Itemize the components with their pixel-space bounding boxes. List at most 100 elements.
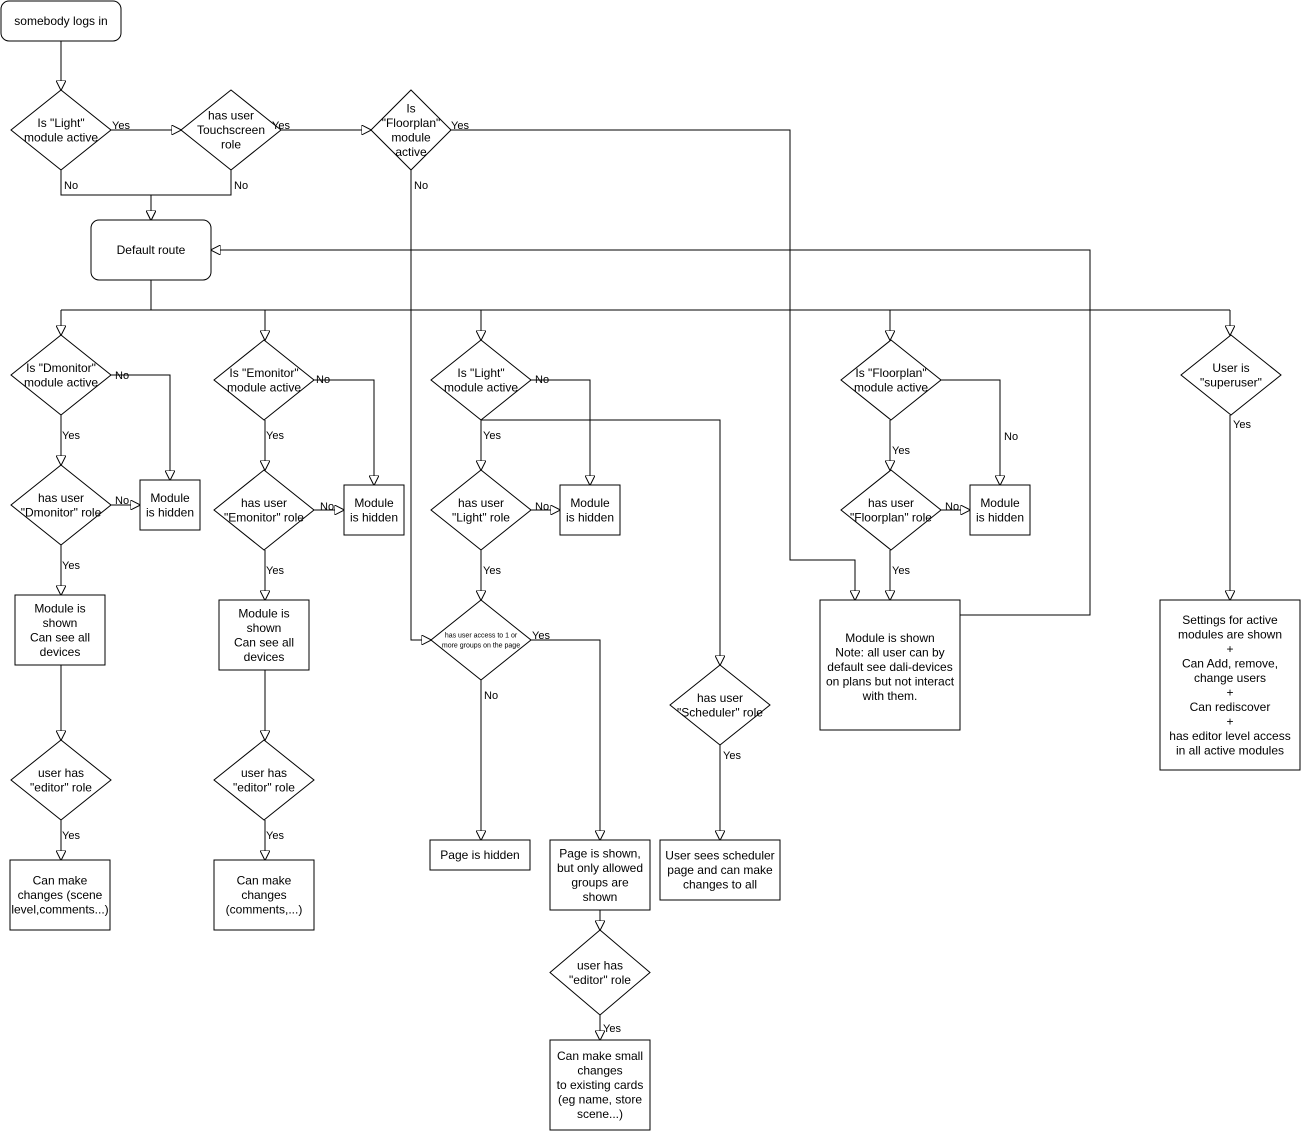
edge-label-yes: Yes [1233,419,1251,431]
node-label-line: scene...) [577,1107,623,1121]
node-label: user has"editor" role [30,766,92,795]
node-q-sched[interactable]: has user"Scheduler" role [669,664,771,746]
node-label-line: Can see all [30,630,90,644]
node-label-line: + [1226,642,1233,656]
node-label-line: "Floorplan" role [850,510,932,524]
edge-label-yes: Yes [892,565,910,577]
node-label-line: Is "Light" [457,366,504,380]
decision-diamond [549,929,651,1016]
node-label-line: user has [38,766,84,780]
node-label: user has"editor" role [569,958,631,987]
node-label: user has"editor" role [233,766,295,795]
process-box [1159,599,1301,771]
node-label: Is "Light"module active [444,366,518,395]
node-label-line: "Dmonitor" role [21,505,102,519]
edge-label-yes: Yes [62,830,80,842]
decision-diamond [10,739,112,821]
node-label-line: but only allowed [557,861,643,875]
node-label-line: Can make [33,874,88,888]
node-label: Is "Emonitor"module active [227,366,301,395]
node-label-line: somebody logs in [14,14,107,28]
node-p-hidden[interactable]: Page is hidden [429,839,531,871]
decision-diamond [669,664,771,746]
node-e-dmon[interactable]: user has"editor" role [10,739,112,821]
edges-layer [61,41,1230,1040]
node-label-line: (comments,...) [226,903,303,917]
node-label-line: user has [241,766,287,780]
node-start[interactable]: somebody logs in [0,0,122,42]
node-label-line: Module is [238,606,289,620]
decision-diamond [430,599,532,681]
decision-diamond [180,89,282,171]
node-q-light2[interactable]: Is "Light"module active [430,339,532,421]
node-label-line: module active [24,375,98,389]
node-label-line: Can Add, remove, [1182,656,1278,670]
node-label-line: has user [38,491,84,505]
process-box [819,599,961,731]
node-q-emon[interactable]: Is "Emonitor"module active [213,339,315,421]
edge-label-no: No [316,374,330,386]
edge-label-yes: Yes [483,430,501,442]
node-q-super[interactable]: User is"superuser" [1180,334,1282,416]
node-e-emon[interactable]: user has"editor" role [213,739,315,821]
decision-diamond [213,739,315,821]
node-label-line: Settings for active [1182,613,1278,627]
node-r-emon[interactable]: has user"Emonitor" role [213,469,315,551]
node-q-light-top[interactable]: Is "Light"module active [10,89,112,171]
decision-diamond [10,89,112,171]
node-label: has user"Dmonitor" role [21,491,102,520]
node-label-line: + [1226,685,1233,699]
node-label-line: "Emonitor" role [224,510,304,524]
node-label: somebody logs in [14,14,107,28]
node-label-line: changes [241,888,286,902]
node-label-line: default see dali-devices [827,660,952,674]
node-q-dmon[interactable]: Is "Dmonitor"module active [10,334,112,416]
process-box [9,859,111,931]
node-label-line: more groups on the page [442,643,520,650]
terminal-box [0,0,122,42]
connector-arrow [531,639,600,840]
edge-label-no: No [115,370,129,382]
connector-arrow [151,170,232,220]
node-r-light[interactable]: has user"Light" role [430,469,532,551]
node-label: Is "Floorplan"module active [854,366,928,395]
node-label: Default route [117,243,186,257]
edge-label-no: No [320,501,334,513]
node-r-dmon[interactable]: has user"Dmonitor" role [10,464,112,546]
node-label-line: to existing cards [557,1078,644,1092]
node-label-line: Can see all [234,635,294,649]
node-label-line: is hidden [146,505,194,519]
node-label-line: in all active modules [1176,743,1284,757]
node-label: Is "Dmonitor"module active [24,361,98,390]
connector-arrow [211,250,1091,616]
node-default-route[interactable]: Default route [90,219,212,281]
node-label-line: Can rediscover [1190,700,1271,714]
node-r-floor[interactable]: has user"Floorplan" role [840,469,942,551]
node-label-line: has user [241,496,287,510]
node-q-floor2[interactable]: Is "Floorplan"module active [840,339,942,421]
edge-label-yes: Yes [112,120,130,132]
process-box [549,1039,651,1131]
node-label-line: Page is hidden [440,848,519,862]
node-e-light[interactable]: user has"editor" role [549,929,651,1016]
